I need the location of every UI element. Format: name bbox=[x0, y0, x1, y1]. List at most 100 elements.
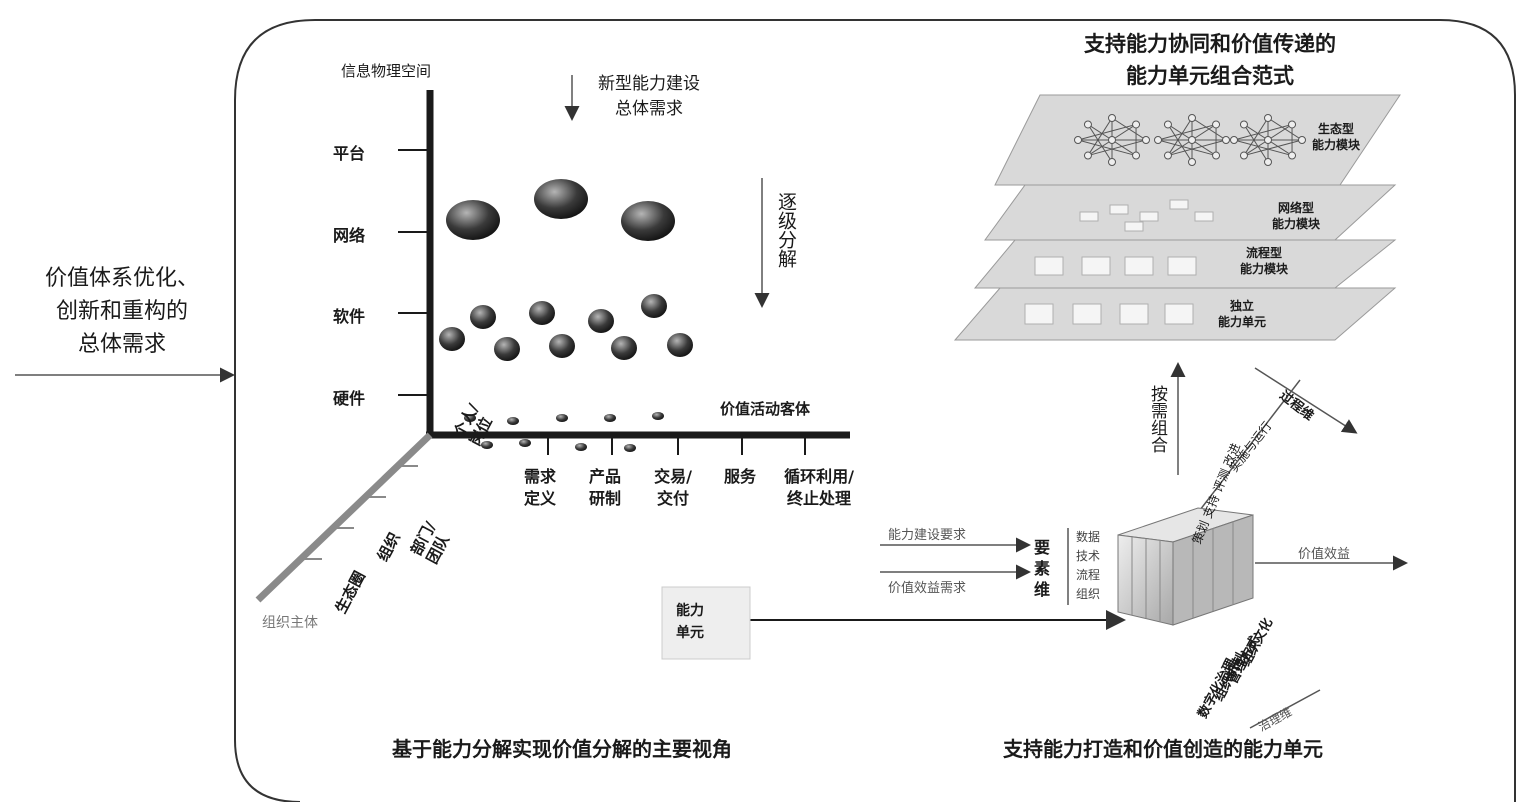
network-node bbox=[1288, 120, 1297, 129]
depth-axis bbox=[255, 432, 433, 603]
element-items-text: 数据 技术 流程 组织 bbox=[1076, 528, 1100, 604]
network-node bbox=[1298, 136, 1306, 144]
network-node bbox=[1212, 120, 1221, 129]
ecological-network-graph bbox=[1074, 114, 1306, 166]
network-node bbox=[1132, 120, 1141, 129]
ball bbox=[494, 337, 520, 361]
governance-dim-line bbox=[1249, 689, 1321, 729]
capability-unit-line: 能力 bbox=[676, 603, 704, 619]
horizontal-tick-service: 服务 bbox=[724, 467, 757, 486]
network-balls bbox=[446, 179, 675, 241]
vertical-tick-marks bbox=[398, 149, 430, 396]
network-edge bbox=[1157, 139, 1217, 157]
vertical-tick-hardware: 硬件 bbox=[333, 389, 366, 408]
depth-tick-marks bbox=[302, 465, 418, 560]
network-edge bbox=[1157, 123, 1217, 141]
network-node bbox=[1264, 136, 1272, 144]
process-dim-line bbox=[1199, 379, 1301, 511]
input-value-text: 价值效益需求 bbox=[888, 581, 967, 596]
network-edge bbox=[1267, 139, 1293, 156]
ball bbox=[604, 414, 616, 422]
ball bbox=[439, 327, 465, 351]
network-edge bbox=[1233, 123, 1293, 141]
top-need-line: 新型能力建设 bbox=[598, 74, 700, 94]
horizontal-tick-development: 产品 研制 bbox=[588, 467, 621, 508]
network-edge bbox=[1243, 124, 1269, 163]
network-node bbox=[1074, 136, 1082, 144]
ball bbox=[624, 444, 636, 452]
horizontal-tick-recycle: 循环利用/ 终止处理 bbox=[784, 467, 854, 508]
element-item: 数据 bbox=[1076, 530, 1101, 544]
horizontal-tick-delivery: 交易/ 交付 bbox=[654, 467, 692, 508]
ball bbox=[641, 294, 667, 318]
layer-label-line: 能力单元 bbox=[1218, 315, 1267, 329]
ball bbox=[507, 417, 519, 425]
network-node bbox=[1239, 151, 1248, 160]
network-edge bbox=[1111, 124, 1137, 141]
layer-label-line: 能力模块 bbox=[1272, 217, 1321, 231]
network-edge bbox=[1087, 117, 1113, 156]
element-dim-char: 要 bbox=[1034, 538, 1051, 557]
network-edge bbox=[1243, 117, 1269, 156]
vertical-tick-software: 软件 bbox=[333, 307, 366, 326]
network-node bbox=[1230, 136, 1238, 144]
ball bbox=[481, 441, 493, 449]
layer-label-line: 网络型 bbox=[1278, 201, 1315, 215]
element-item: 技术 bbox=[1076, 549, 1101, 563]
ball bbox=[464, 414, 476, 422]
input-capability-text: 能力建设要求 bbox=[888, 528, 967, 543]
capability-unit-text: 能力 单元 bbox=[676, 600, 704, 644]
ball bbox=[611, 336, 637, 360]
left-input-line: 价值体系优化、 bbox=[44, 266, 199, 291]
ball bbox=[446, 200, 500, 240]
vertical-tick-platform: 平台 bbox=[333, 144, 366, 163]
network-node bbox=[1163, 120, 1172, 129]
layer-label-line: 独立 bbox=[1230, 299, 1255, 313]
network-edge bbox=[1191, 124, 1217, 141]
layer-label-line: 流程型 bbox=[1246, 246, 1283, 260]
network-edge bbox=[1243, 139, 1269, 156]
capability-unit-line: 单元 bbox=[676, 625, 704, 641]
network-node bbox=[1083, 120, 1092, 129]
network-node bbox=[1083, 151, 1092, 160]
network-node bbox=[1108, 158, 1116, 166]
left-input-line: 总体需求 bbox=[77, 332, 166, 357]
network-edge bbox=[1077, 123, 1137, 141]
network-edge bbox=[1191, 139, 1217, 156]
ball bbox=[529, 301, 555, 325]
layer-label-line: 生态型 bbox=[1318, 122, 1355, 136]
network-node bbox=[1188, 114, 1196, 122]
network-edge bbox=[1077, 139, 1137, 157]
network-edge bbox=[1167, 139, 1193, 156]
network-node bbox=[1288, 151, 1297, 160]
ball bbox=[549, 334, 575, 358]
ball bbox=[519, 439, 531, 447]
network-edge bbox=[1243, 124, 1269, 141]
network-node bbox=[1264, 158, 1272, 166]
network-node bbox=[1222, 136, 1230, 144]
decompose-text: 逐级分解 bbox=[775, 192, 797, 268]
element-dim-text: 要 素 维 bbox=[1034, 537, 1050, 600]
unit-blocks bbox=[1024, 199, 1214, 325]
output-text: 价值效益 bbox=[1298, 547, 1351, 562]
network-node bbox=[1163, 151, 1172, 160]
layer-label-line: 能力模块 bbox=[1240, 262, 1289, 276]
paradigm-title-line: 支持能力协同和价值传递的 bbox=[1084, 32, 1336, 56]
network-node bbox=[1132, 151, 1141, 160]
paradigm-title-line: 能力单元组合范式 bbox=[1126, 64, 1294, 88]
software-balls bbox=[439, 294, 693, 361]
depth-axis-title: 组织主体 bbox=[262, 615, 318, 631]
on-demand-text: 按需组合 bbox=[1147, 385, 1167, 453]
layer-label-independent: 独立 能力单元 bbox=[1218, 298, 1266, 330]
top-need-text: 新型能力建设 总体需求 bbox=[584, 72, 714, 122]
left-input-line: 创新和重构的 bbox=[55, 299, 188, 324]
network-edge bbox=[1111, 139, 1137, 156]
layer-label-ecological: 生态型 能力模块 bbox=[1312, 121, 1360, 153]
network-edge bbox=[1087, 124, 1113, 163]
process-dim-bracket bbox=[1254, 367, 1358, 434]
network-node bbox=[1212, 151, 1221, 160]
layer-label-process: 流程型 能力模块 bbox=[1240, 245, 1288, 277]
horizontal-axis-title: 价值活动客体 bbox=[720, 400, 811, 418]
ball bbox=[667, 333, 693, 357]
horizontal-tick-marks bbox=[547, 435, 806, 455]
